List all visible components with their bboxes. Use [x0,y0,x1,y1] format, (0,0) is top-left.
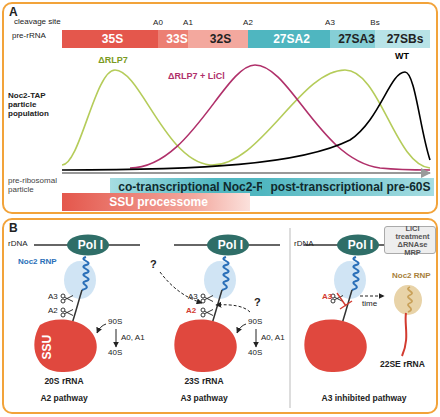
label: A0, A1 [261,334,285,343]
label: A2 pathway [40,394,87,403]
label: WT [395,52,409,62]
panel-letter: A [4,4,18,19]
label: A2 [243,19,253,28]
panel-frame: A35S33S32S27SA227SA327SBsco-transcriptio… [2,2,438,214]
label: A2 [48,307,58,316]
label: A0 [153,19,163,28]
node-text: Pol I [343,237,373,252]
node-text: 27SA3 [333,31,375,46]
label: pre-rRNA [12,32,46,41]
label: Noc2-TAP particle population [8,92,62,118]
ssu-blob: SSU [30,320,102,375]
label: Noc2 RNP [18,258,57,267]
label: ΔRLP7 + LiCl [168,72,225,82]
rna-bar: 27SA2 [248,30,330,48]
label: A0, A1 [121,334,145,343]
label: time [362,300,377,309]
node-text: SSU [39,335,54,365]
polymerase-ellipse: Pol I [66,234,110,256]
label: A3 inhibited pathway [321,394,406,403]
rna-bar: 33S [158,30,191,48]
node-text: Pol I [213,237,243,252]
label: 20S rRNA [44,377,83,386]
rna-bar: post-transcriptional pre-60S [262,178,434,196]
label: ΔRLP7 [98,56,127,66]
label: A2 [186,307,196,316]
label: rDNA [294,240,314,249]
label: ? [150,258,157,270]
rna-bar: 35S [62,30,158,48]
label: A3 [188,293,198,302]
label: 23S rRNA [184,377,223,386]
node-text: 32S [205,31,231,46]
label: A3 [48,293,58,302]
label: pre-ribosomal particle [8,177,60,195]
node-text: SSU processome [104,194,208,209]
rna-bar: 27SA3 [330,30,378,48]
condition-box: LiCl treatment ΔRNAse MRP [384,226,436,254]
label: Bs [370,19,379,28]
label: 90S [248,318,262,327]
label: 40S [108,349,122,358]
polymerase-ellipse: Pol I [336,234,380,256]
label: A3 [325,19,335,28]
label: A3 [322,293,332,302]
label: 40S [248,349,262,358]
panel-letter: B [4,220,18,235]
label: cleavage site [14,18,61,27]
label: 90S [108,318,122,327]
node-text: 27SBs [382,31,424,46]
label: 22SE rRNA [380,360,425,369]
polymerase-ellipse: Pol I [206,234,250,256]
rna-bar: 27SBs [375,30,430,48]
label: A1 [183,19,193,28]
node-text: Pol I [73,237,103,252]
node-text: 27SA2 [268,31,310,46]
node-text: post-transcriptional pre-60S [265,179,430,194]
rna-bar: 32S [188,30,248,48]
label: ? [254,296,261,308]
node-text: 33S [161,31,187,46]
label: rDNA [8,240,28,249]
node-text: LiCl treatment ΔRNAse MRP [385,223,435,258]
label: Noc2 RNP [392,272,431,281]
label: A3 pathway [180,394,227,403]
node-text: 35S [97,31,123,46]
rna-bar: SSU processome [62,193,250,211]
